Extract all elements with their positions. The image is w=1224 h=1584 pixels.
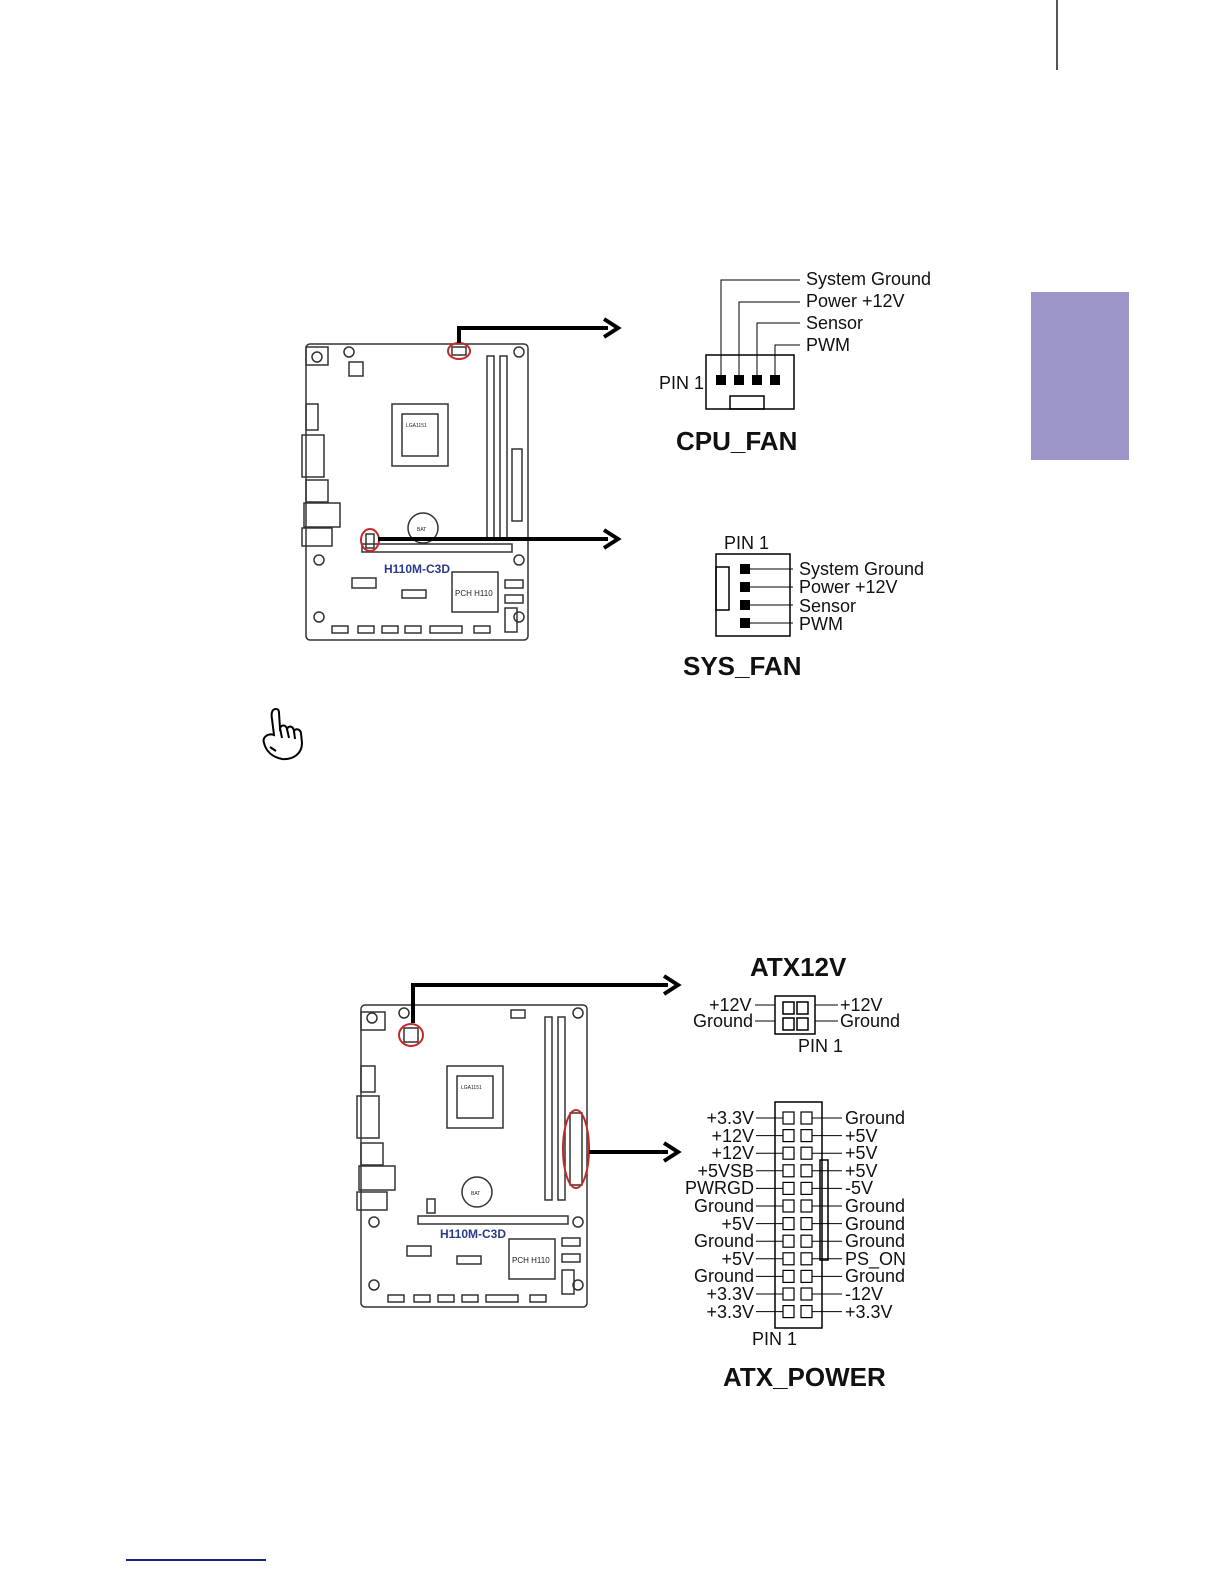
battery-label-1: BAT [417,527,426,533]
atx-power-left-label: Ground [693,1196,754,1216]
atx-pin-left [782,1129,795,1143]
atx-pin-right [800,1217,813,1231]
atx-power-right-label: Ground [845,1108,906,1128]
atx-power-right-label: +5V [845,1125,878,1146]
atx-pin-left [782,1217,795,1231]
atx-power-pin1-label: PIN 1 [752,1329,798,1349]
motherboard-bottom [356,1004,588,1308]
atx-pin-left [782,1252,795,1266]
atx-pin-right [800,1287,813,1301]
atx-power-left-label: +3.3V [706,1301,754,1322]
sys-fan-pin-2: Power +12V [799,577,898,597]
atx-power-left-label: +5V [721,1248,754,1269]
fan-diagram: H110M-C3D PCH H110 LGA1151 BAT [301,279,800,641]
atx-power-left-label: +5V [721,1213,754,1234]
atx-power-right-label: Ground [845,1213,906,1234]
atx-power-right-label: Ground [845,1196,906,1216]
atx-power-title: ATX_POWER [723,1362,886,1392]
atx-pin-right [800,1146,813,1160]
atx-pin-right [800,1111,813,1125]
battery-label-2: BAT [471,1191,480,1197]
atx-power-connector [774,1101,829,1329]
atx-power-left-label: +5VSB [697,1160,754,1181]
cpu-fan-title: CPU_FAN [676,426,798,456]
atx12v-right-2: Ground [840,1011,901,1031]
atx-pin-right [800,1252,813,1266]
sys-fan-pin-3: Sensor [799,596,857,616]
atx12v-right-1: +12V [840,995,883,1015]
cpu-fan-arrow [457,326,608,343]
atx-pin-left [782,1287,795,1301]
cpu-socket-label-2: LGA1151 [461,1085,482,1091]
atx-power-left-label: +12V [711,1125,754,1146]
cpu-fan-pin1-label: PIN 1 [659,373,705,393]
atx12v-connector [755,995,838,1035]
atx-power-right-label: Ground [845,1266,906,1287]
atx-power-highlight [562,1109,590,1189]
sys-fan-pin1-label: PIN 1 [724,533,770,553]
atx12v-highlight [398,1023,424,1047]
atx-pin-left [782,1181,795,1195]
atx12v-arrow [411,983,668,1023]
atx-pin-left [782,1269,795,1283]
atx12v-left-1: +12V [709,995,752,1015]
power-diagram: H110M-C3D PCH H110 LGA1151 BAT [356,974,842,1329]
atx-pin-right [800,1234,813,1248]
atx-power-left-label: Ground [693,1231,754,1252]
sys-fan-pin-4: PWM [799,614,843,634]
atx-power-left-label: +12V [711,1143,754,1164]
atx-power-left-label: +3.3V [706,1108,754,1128]
cpu-fan-pin-1: System Ground [806,269,932,289]
atx-pin-right [800,1305,813,1319]
motherboard-top [301,343,529,641]
atx-pin-right [800,1269,813,1283]
atx-power-right-label: Ground [845,1231,906,1252]
sys-fan-pin-1: System Ground [799,559,925,579]
atx-power-pins [756,1111,842,1319]
chapter-tab [1031,292,1129,460]
board-model-label-2: H110M-C3D [440,1227,506,1241]
atx-power-right-label: -12V [845,1284,884,1304]
atx-pin-left [782,1199,795,1213]
atx-power-left-label: +3.3V [706,1284,754,1304]
atx12v-title: ATX12V [750,952,847,982]
atx12v-pin1-label: PIN 1 [798,1036,844,1056]
atx-pin-left [782,1111,795,1125]
cpu-socket-label-1: LGA1151 [406,423,427,429]
atx-pin-left [782,1146,795,1160]
atx-power-right-label: +3.3V [845,1301,893,1322]
atx-pin-right [800,1129,813,1143]
sys-fan-title: SYS_FAN [683,651,802,681]
atx-power-left-label: PWRGD [685,1178,754,1199]
board-model-label-1: H110M-C3D [384,562,450,576]
atx-power-left-label: Ground [693,1266,754,1287]
atx-power-right-label: +5V [845,1160,878,1181]
atx-pin-left [782,1164,795,1178]
footer-rule [126,1559,266,1561]
cpu-fan-pin-3: Sensor [806,313,864,333]
atx-power-right-label: -5V [845,1178,874,1199]
sys-fan-connector [715,553,793,637]
chipset-label-1: PCH H110 [455,589,493,598]
atx12v-left-2: Ground [693,1011,754,1031]
atx-pin-left [782,1234,795,1248]
atx-power-right-label: PS_ON [845,1248,907,1269]
chipset-label-2: PCH H110 [512,1256,550,1265]
cpu-fan-pin-4: PWM [806,335,850,355]
atx-pin-right [800,1164,813,1178]
pointing-hand-icon [262,707,304,761]
header-rule [1056,0,1058,70]
atx-pin-left [782,1305,795,1319]
atx-pin-right [800,1199,813,1213]
atx-power-right-label: +5V [845,1143,878,1164]
atx-pin-right [800,1181,813,1195]
cpu-fan-pin-2: Power +12V [806,291,905,311]
cpu-fan-connector [705,279,800,410]
